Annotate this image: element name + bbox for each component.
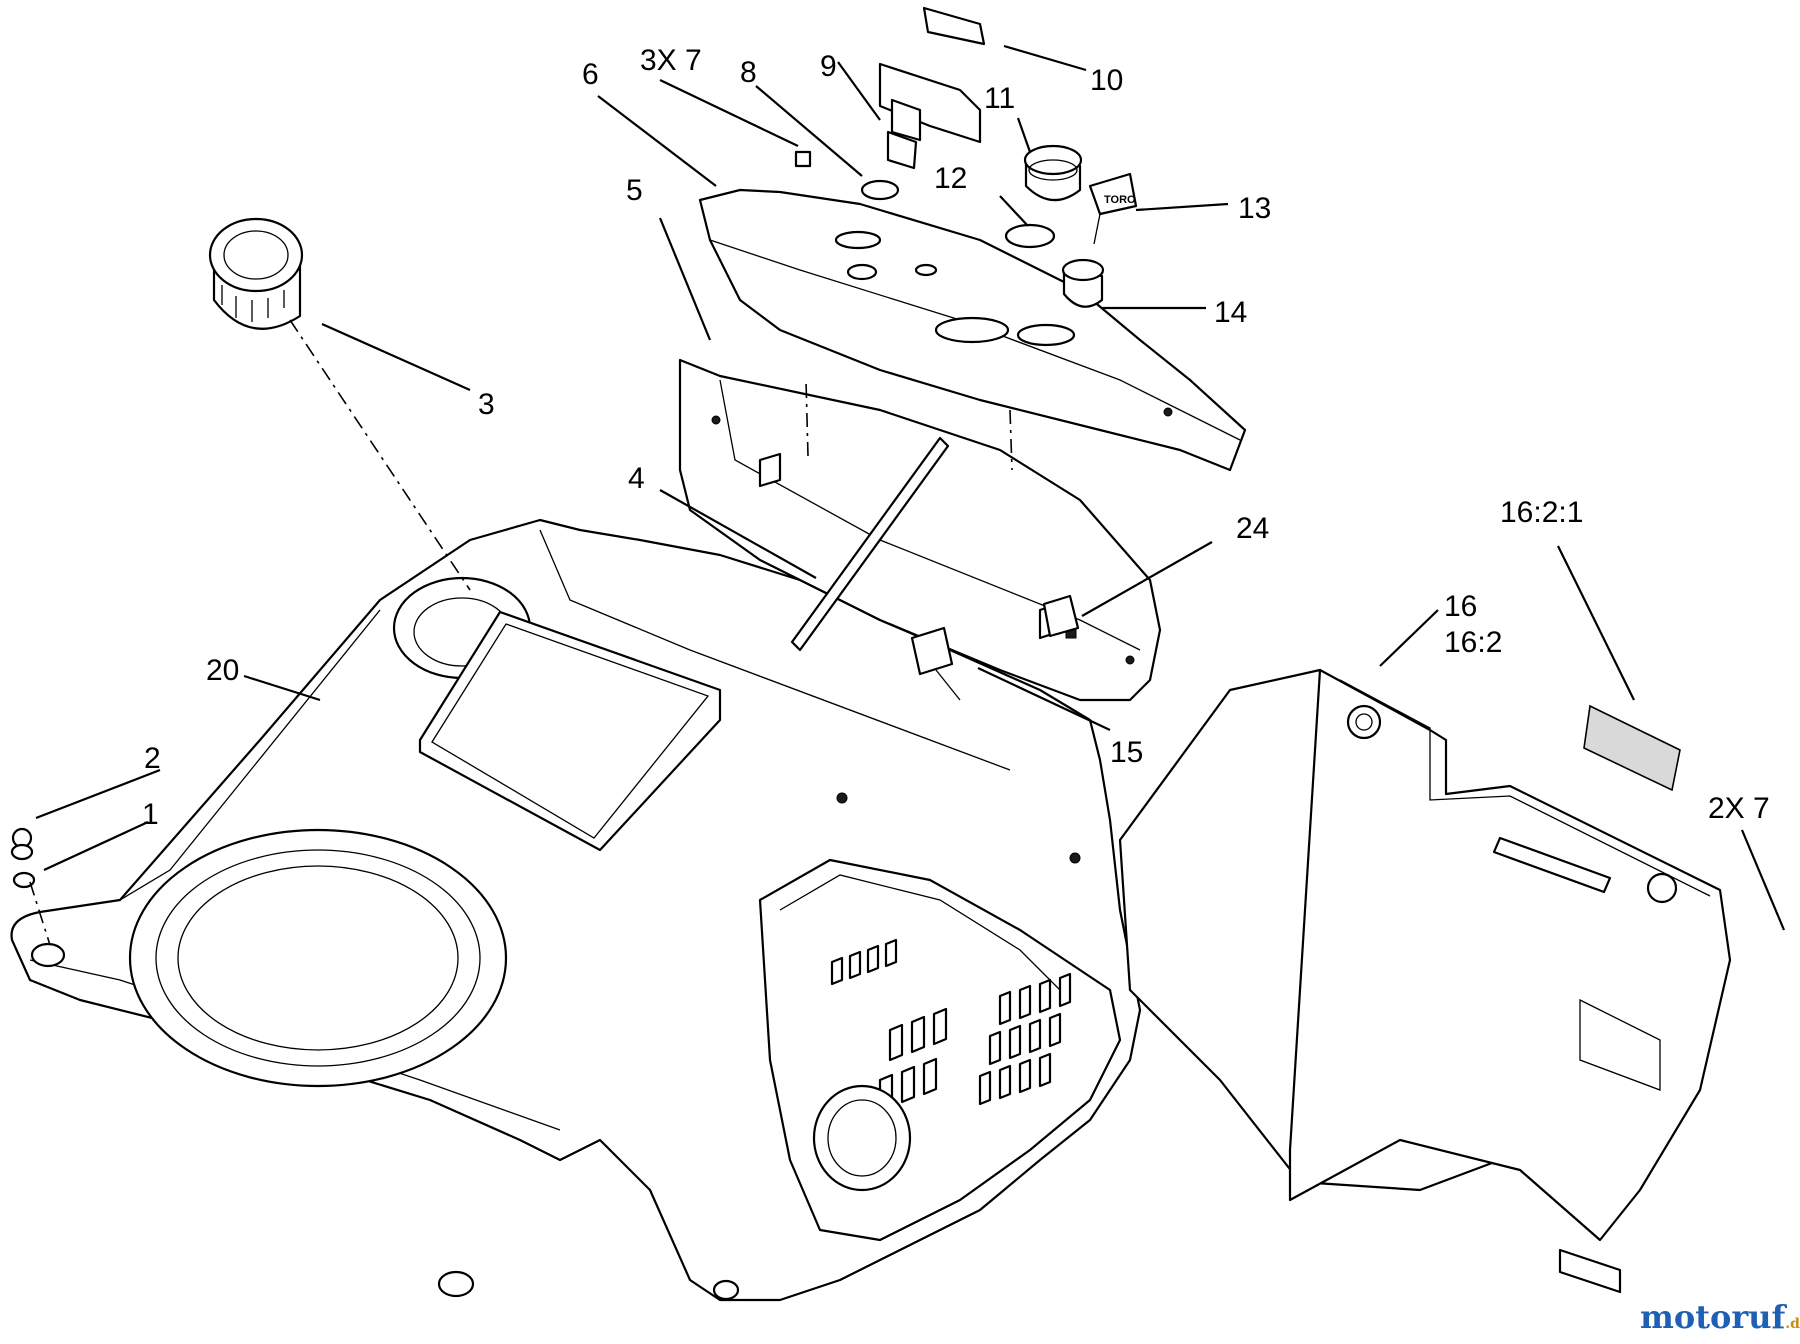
part-14-ignition-switch: [1061, 258, 1105, 308]
callout-5: 5: [626, 174, 643, 207]
callout-6: 6: [582, 58, 599, 91]
part-10-top-knob: [922, 6, 986, 46]
callout-15: 15: [1110, 736, 1143, 769]
callout-2x7: 2X 7: [1708, 792, 1770, 825]
part-20-main-shroud: [10, 518, 1142, 1302]
part-24-switch: [1042, 594, 1080, 638]
callout-13: 13: [1238, 192, 1271, 225]
callout-24: 24: [1236, 512, 1269, 545]
callout-9: 9: [820, 50, 837, 83]
callout-1: 1: [142, 798, 159, 831]
watermark-suffix: .de: [1785, 1316, 1800, 1332]
part-15-connector: [910, 626, 961, 701]
svg-text:motoruf.de: motoruf.de: [1640, 1298, 1800, 1336]
part-12-nut: [1004, 223, 1056, 249]
leader-lines: [29, 44, 1786, 946]
callout-3x7: 3X 7: [640, 44, 702, 77]
part-8-grommet: [860, 179, 900, 201]
callout-10: 10: [1090, 64, 1123, 97]
part-1-2-washer-bolt: [10, 843, 36, 889]
callout-16: 16: [1444, 590, 1477, 623]
part-16-2-1-decal: [1583, 704, 1681, 792]
callout-16-2: 16:2: [1444, 626, 1502, 659]
callout-labels: 1 2 3 4 5 6 3X 7 8 9 10 11 12 13 14 15 1…: [142, 44, 1770, 831]
watermark-brand: motoruf: [1640, 1298, 1787, 1336]
callout-8: 8: [740, 56, 757, 89]
part-11-primer: [1023, 144, 1083, 202]
callout-16-2-1: 16:2:1: [1500, 496, 1583, 529]
part-6-upper-console: [698, 188, 1247, 472]
callout-20: 20: [206, 654, 239, 687]
callout-12: 12: [934, 162, 967, 195]
part-13-key: TORO: [1088, 172, 1138, 245]
part-3-fuel-cap: [208, 217, 304, 330]
callout-11: 11: [984, 82, 1015, 115]
part-16-belt-cover: [1118, 668, 1732, 1294]
part-4-shaft: [790, 436, 950, 652]
grille-slots: [830, 938, 1072, 1112]
callout-2: 2: [144, 742, 161, 775]
callout-3: 3: [478, 388, 495, 421]
part-9-knob: [878, 62, 982, 170]
key-brand-label: TORO: [1104, 194, 1136, 206]
callout-4: 4: [628, 462, 645, 495]
callout-14: 14: [1214, 296, 1247, 329]
watermark-logo: motoruf.de: [1640, 1298, 1800, 1336]
